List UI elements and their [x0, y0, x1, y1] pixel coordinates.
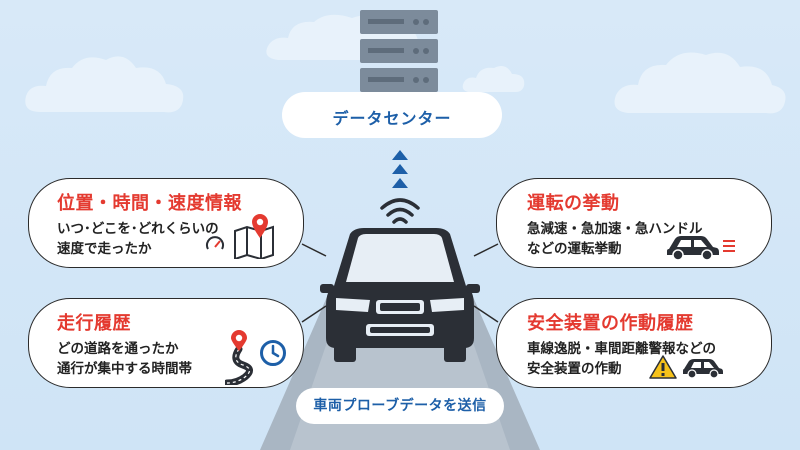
callout-title: 走行履歴	[57, 313, 131, 334]
callout-title: 運転の挙動	[527, 193, 620, 214]
callout-driving-history: 走行履歴 どの道路を通ったか 通行が集中する時間帯	[28, 298, 304, 388]
callout-line: などの運転挙動	[527, 241, 622, 257]
callout-title: 位置・時間・速度情報	[57, 193, 242, 214]
callout-safety-device-history: 安全装置の作動履歴 車線逸脱・車間距離警報などの 安全装置の作動	[496, 298, 772, 388]
warning-icon	[649, 355, 677, 379]
data-center-label: データセンター	[332, 109, 452, 128]
car-front-illustration	[320, 228, 480, 362]
server-icon	[360, 10, 438, 92]
speedometer-icon	[206, 236, 224, 250]
data-center-box: データセンター	[282, 92, 502, 138]
callout-driving-behavior: 運転の挙動 急減速・急加速・急ハンドル などの運転挙動	[496, 178, 772, 268]
callout-line: 速度で走ったか	[57, 241, 152, 257]
cloud-small-right	[462, 66, 525, 92]
arrow-up-icon	[392, 150, 408, 188]
winding-road-icon	[225, 330, 253, 385]
car-icon	[683, 359, 723, 379]
callout-line: 車線逸脱・車間距離警報などの	[527, 341, 716, 357]
callout-title: 安全装置の作動履歴	[527, 313, 694, 334]
callout-position-time-speed: 位置・時間・速度情報 いつ･どこを･どれくらいの 速度で走ったか	[28, 178, 304, 268]
speeding-car-icon	[667, 236, 735, 261]
clock-icon	[260, 340, 286, 366]
callout-line: どの道路を通ったか	[57, 341, 179, 357]
wifi-signal-icon	[380, 198, 420, 224]
callout-line: 急減速・急加速・急ハンドル	[527, 221, 703, 237]
callout-line: 通行が集中する時間帯	[57, 361, 192, 377]
callout-line: いつ･どこを･どれくらいの	[57, 221, 219, 237]
send-probe-data-label: 車両プローブデータを送信	[296, 388, 504, 424]
callout-line: 安全装置の作動	[527, 361, 622, 377]
map-pin-icon	[252, 214, 268, 238]
cloud-left	[25, 56, 184, 113]
cloud-right	[614, 52, 786, 114]
